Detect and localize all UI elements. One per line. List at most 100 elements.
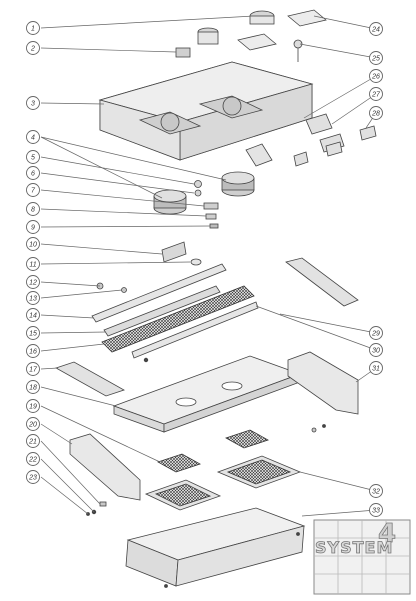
motor-mount [245, 143, 273, 167]
side-rail-right [285, 257, 359, 307]
callout: 10 [26, 237, 40, 251]
callout-number: 23 [28, 475, 37, 482]
callout-number: 25 [371, 56, 380, 63]
clip-a [293, 151, 309, 167]
callout: 17 [26, 362, 40, 376]
callout-number: 8 [31, 207, 35, 214]
callout-number: 10 [29, 242, 37, 249]
switch-box [175, 47, 191, 58]
filter-cassette-b [225, 429, 269, 449]
callout-number: 9 [31, 225, 35, 232]
bulb [190, 258, 202, 266]
callout: 3 [26, 96, 40, 110]
callout: 29 [369, 326, 383, 340]
main-tray [112, 355, 302, 433]
callout-number: 3 [31, 101, 35, 108]
clip-b [325, 141, 343, 157]
callout-number: 24 [371, 27, 380, 34]
light-cover [103, 285, 221, 337]
callout: 33 [369, 503, 383, 517]
callout: 13 [26, 291, 40, 305]
callout: 14 [26, 308, 40, 322]
callout: 11 [26, 257, 40, 271]
light-rail [91, 263, 227, 323]
callout: 20 [26, 417, 40, 431]
callout-number: 12 [29, 280, 37, 287]
callout: 9 [26, 220, 40, 234]
callout: 2 [26, 41, 40, 55]
side-panel-left [69, 433, 141, 501]
callout-number: 20 [28, 422, 37, 429]
callout-number: 6 [31, 171, 35, 178]
callout-number: 29 [371, 331, 380, 338]
exhaust-collar [197, 10, 275, 45]
callout-number: 31 [372, 366, 380, 373]
callout-number: 4 [31, 135, 35, 142]
callout-number: 5 [31, 155, 35, 162]
callout: 1 [26, 21, 40, 35]
filter-frame-small [144, 479, 222, 511]
callout: 25 [369, 51, 383, 65]
blower-wheel-right [221, 171, 255, 197]
callout: 32 [369, 484, 383, 498]
callout: 12 [26, 275, 40, 289]
callout: 24 [369, 22, 383, 36]
side-panel-right [287, 351, 359, 415]
nut-c [322, 424, 326, 428]
callout: 16 [26, 344, 40, 358]
callout-number: 21 [28, 439, 37, 446]
logo-grid-icon: 4 [313, 519, 411, 595]
callout-number: 7 [31, 188, 36, 195]
connector [205, 213, 217, 220]
nut-b [311, 427, 317, 433]
clip-c [359, 125, 377, 141]
callout: 6 [26, 166, 40, 180]
fastener [121, 287, 127, 293]
callout-number: 18 [29, 385, 37, 392]
callout-number: 26 [371, 74, 380, 81]
callout-number: 16 [29, 349, 37, 356]
logo-brand-text: SYSTEM [315, 538, 394, 558]
callout-number: 13 [29, 296, 37, 303]
callout: 5 [26, 150, 40, 164]
callout: 31 [369, 361, 383, 375]
front-panel [125, 507, 306, 587]
capacitor [194, 180, 202, 188]
callout: 15 [26, 326, 40, 340]
lamp-socket [161, 241, 187, 263]
callout-number: 32 [372, 489, 380, 496]
callout-number: 22 [28, 457, 37, 464]
callout-number: 30 [372, 348, 380, 355]
callout: 8 [26, 202, 40, 216]
callout: 21 [26, 434, 40, 448]
callout-number: 11 [29, 262, 36, 269]
grease-filter [101, 285, 255, 353]
callout: 30 [369, 343, 383, 357]
callout: 23 [26, 470, 40, 484]
filter-cassette-a [157, 453, 201, 473]
callout-number: 1 [31, 26, 35, 33]
blower-wheel-left [153, 189, 187, 215]
callout: 27 [369, 87, 383, 101]
spacer [99, 501, 107, 507]
callout-number: 27 [371, 92, 381, 99]
callout: 7 [26, 183, 40, 197]
callout: 26 [369, 69, 383, 83]
callout-number: 15 [29, 331, 37, 338]
callout-number: 2 [30, 46, 35, 53]
grommet [209, 223, 219, 229]
callout-number: 14 [29, 313, 37, 320]
fuse [194, 189, 202, 197]
bracket [305, 113, 333, 135]
cover-plate [237, 33, 277, 51]
side-rail-left [55, 361, 125, 397]
terminal-block [203, 202, 219, 210]
callout-number: 28 [371, 111, 380, 118]
callout: 22 [26, 452, 40, 466]
callout: 18 [26, 380, 40, 394]
screw-a [164, 584, 168, 588]
logo-letter: 4 [378, 519, 396, 549]
callout: 19 [26, 399, 40, 413]
filter-rail [131, 301, 259, 359]
nut [143, 357, 149, 363]
